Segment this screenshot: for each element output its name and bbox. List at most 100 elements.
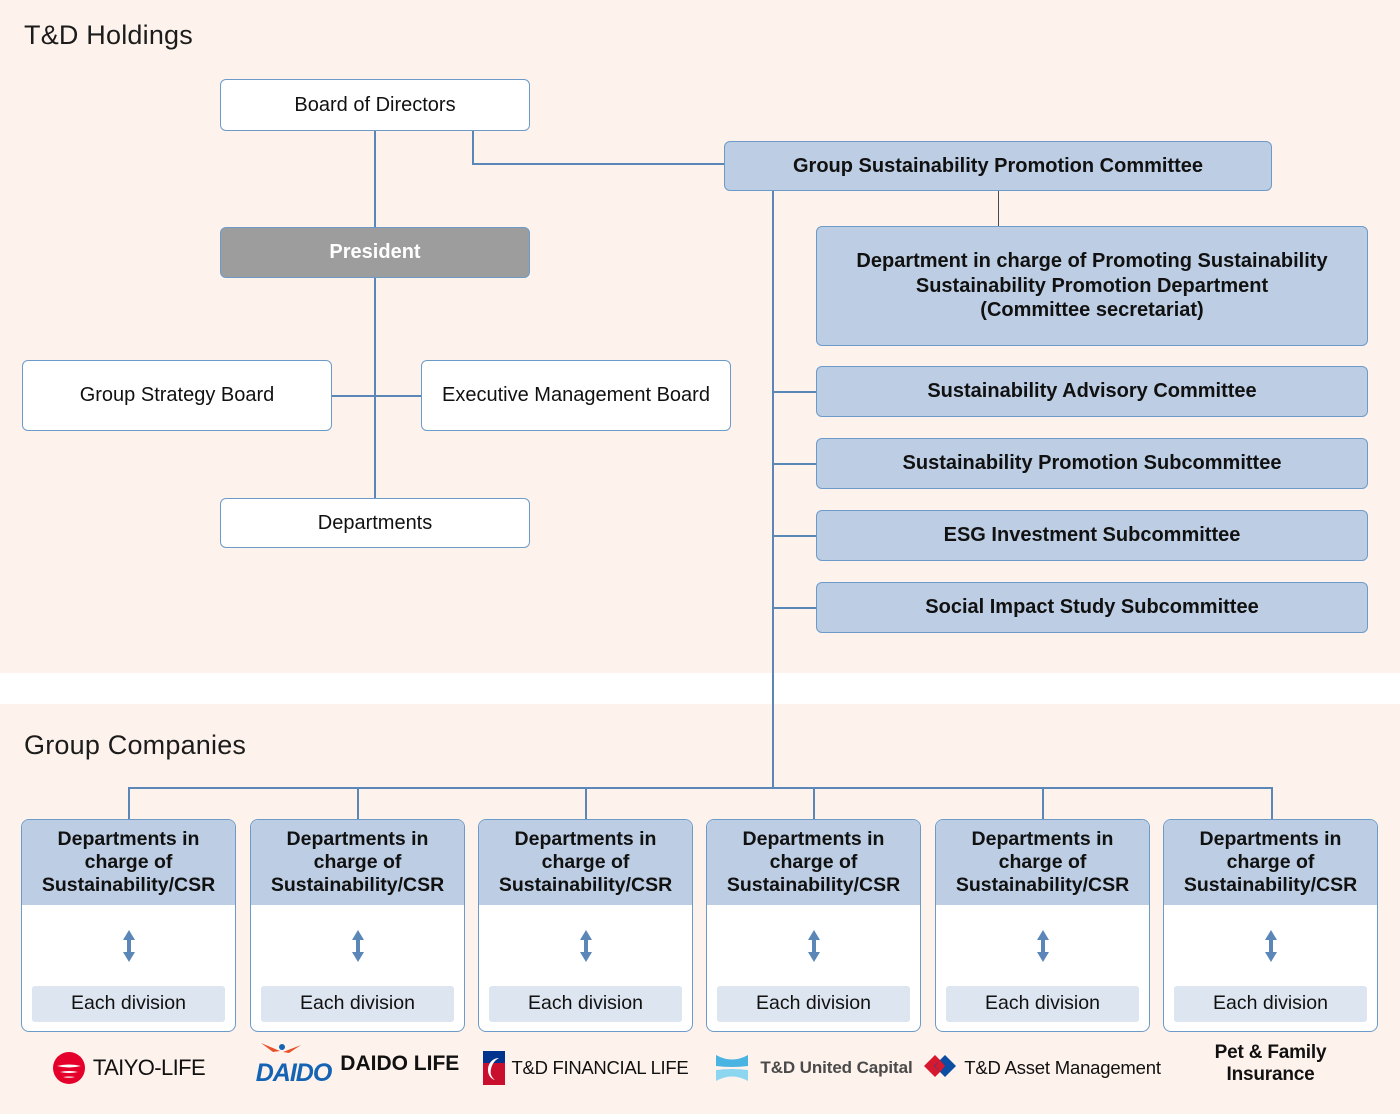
up-down-arrow-icon [807, 929, 820, 962]
up-down-arrow-icon [1036, 929, 1049, 962]
department-box-line-1: Department in charge of Promoting Sustai… [856, 250, 1328, 273]
holdings-section-title: T&D Holdings [24, 20, 193, 50]
td-asset-management-logo-label: T&D Asset Management [964, 1057, 1161, 1078]
box-sustainability-promotion-subcommittee[interactable]: Sustainability Promotion Subcommittee [816, 438, 1368, 489]
company-card-arrow-area [251, 905, 464, 986]
connector-board-elbow-vertical [472, 130, 474, 163]
company-card-arrow-area [22, 905, 235, 986]
taiyo-life-logo-label: TAIYO-LIFE [92, 1055, 206, 1080]
connector-board-elbow-horizontal [472, 163, 724, 165]
connector-company-drop-3 [585, 787, 587, 819]
company-card-arrow-area [1164, 905, 1377, 986]
box-sustainability-advisory-committee[interactable]: Sustainability Advisory Committee [816, 366, 1368, 417]
company-card-header: Departments in charge of Sustainability/… [1164, 820, 1377, 905]
pet-family-insurance-line-2: Insurance [1226, 1064, 1315, 1085]
box-executive-management-board[interactable]: Executive Management Board [421, 360, 731, 431]
connector-company-drop-6 [1271, 787, 1273, 819]
taiyo-life-logo[interactable]: TAIYO-LIFE [21, 1044, 236, 1092]
company-card-header-label: Departments in charge of Sustainability/… [726, 827, 901, 896]
company-card[interactable]: Departments in charge of Sustainability/… [478, 819, 693, 1032]
company-card-footer: Each division [32, 986, 225, 1022]
pet-family-insurance-logo[interactable]: Pet & Family Insurance [1163, 1040, 1378, 1088]
up-down-arrow-icon [1264, 929, 1277, 962]
box-group-sustainability-promotion-committee-label: Group Sustainability Promotion Committee [792, 154, 1204, 177]
td-united-capital-icon [716, 1055, 749, 1081]
box-social-impact-study-subcommittee[interactable]: Social Impact Study Subcommittee [816, 582, 1368, 633]
td-financial-life-logo[interactable]: T&D FINANCIAL LIFE [478, 1044, 693, 1092]
company-card-header-label: Departments in charge of Sustainability/… [955, 827, 1130, 896]
connector-strategy-executive [331, 395, 423, 397]
company-card-arrow-area [707, 905, 920, 986]
connector-branch-esg [772, 535, 816, 537]
daido-wordmark: DAIDO [255, 1058, 333, 1087]
connector-branch-advisory [772, 391, 816, 393]
department-box-line-2: Sustainability Promotion Department [915, 274, 1269, 297]
box-group-strategy-board[interactable]: Group Strategy Board [22, 360, 332, 431]
box-departments-label: Departments [317, 511, 433, 534]
daido-life-logo-label: DAIDO LIFE [340, 1052, 460, 1075]
company-card[interactable]: Departments in charge of Sustainability/… [935, 819, 1150, 1032]
td-financial-life-logo-label: T&D FINANCIAL LIFE [511, 1057, 689, 1078]
td-asset-management-logo[interactable]: T&D Asset Management [924, 1044, 1161, 1092]
up-down-arrow-icon [579, 929, 592, 962]
company-card-footer: Each division [717, 986, 910, 1022]
pet-family-insurance-line-1: Pet & Family [1214, 1041, 1327, 1063]
company-card-header: Departments in charge of Sustainability/… [707, 820, 920, 905]
department-box-line-3: (Committee secretariat) [980, 299, 1204, 322]
up-down-arrow-icon [351, 929, 364, 962]
box-esg-investment-subcommittee[interactable]: ESG Investment Subcommittee [816, 510, 1368, 561]
box-social-impact-study-subcommittee-label: Social Impact Study Subcommittee [925, 596, 1259, 619]
td-united-capital-logo-label: T&D United Capital [760, 1058, 913, 1077]
red-sun-disc-icon [52, 1052, 85, 1084]
company-card[interactable]: Departments in charge of Sustainability/… [1163, 819, 1378, 1032]
company-card[interactable]: Departments in charge of Sustainability/… [21, 819, 236, 1032]
box-group-sustainability-promotion-committee[interactable]: Group Sustainability Promotion Committee [724, 141, 1272, 191]
connector-company-drop-1 [128, 787, 130, 819]
td-united-capital-logo[interactable]: T&D United Capital [706, 1044, 921, 1092]
connector-board-to-president [374, 130, 376, 230]
box-sustainability-promotion-subcommittee-label: Sustainability Promotion Subcommittee [902, 452, 1282, 475]
company-card-arrow-area [936, 905, 1149, 986]
company-card-header: Departments in charge of Sustainability/… [936, 820, 1149, 905]
company-card-header-label: Departments in charge of Sustainability/… [270, 827, 445, 896]
connector-companies-bus [128, 787, 1273, 789]
company-card[interactable]: Departments in charge of Sustainability/… [706, 819, 921, 1032]
connector-committee-to-department [998, 190, 999, 227]
box-president-label: President [329, 241, 421, 264]
company-card-header-label: Departments in charge of Sustainability/… [1183, 827, 1358, 896]
box-departments[interactable]: Departments [220, 498, 530, 548]
company-card-footer: Each division [946, 986, 1139, 1022]
company-card-arrow-area [479, 905, 692, 986]
daido-life-logo[interactable]: DAIDO DAIDO LIFE [250, 1040, 465, 1088]
company-card-header-label: Departments in charge of Sustainability/… [498, 827, 673, 896]
section-separator-band [0, 673, 1400, 704]
company-card-footer: Each division [261, 986, 454, 1022]
connector-president-to-departments [374, 278, 376, 500]
up-down-arrow-icon [122, 929, 135, 962]
company-card[interactable]: Departments in charge of Sustainability/… [250, 819, 465, 1032]
connector-company-drop-4 [813, 787, 815, 819]
company-card-footer: Each division [489, 986, 682, 1022]
connector-company-drop-5 [1042, 787, 1044, 819]
box-sustainability-advisory-committee-label: Sustainability Advisory Committee [927, 380, 1257, 403]
box-group-strategy-board-label: Group Strategy Board [79, 384, 275, 407]
connector-company-drop-2 [357, 787, 359, 819]
companies-section-title: Group Companies [24, 730, 247, 760]
connector-committee-trunk [772, 190, 774, 788]
company-card-header-label: Departments in charge of Sustainability/… [41, 827, 216, 896]
box-president[interactable]: President [220, 227, 530, 278]
daido-figure-icon: DAIDO [256, 1041, 332, 1088]
company-card-footer: Each division [1174, 986, 1367, 1022]
company-card-header: Departments in charge of Sustainability/… [22, 820, 235, 905]
td-asset-diamond-icon [924, 1055, 957, 1077]
connector-branch-promotion-subcommittee [772, 463, 816, 465]
connector-branch-social-impact [772, 607, 816, 609]
box-board-of-directors[interactable]: Board of Directors [220, 79, 530, 131]
box-esg-investment-subcommittee-label: ESG Investment Subcommittee [943, 524, 1241, 547]
box-executive-management-board-label: Executive Management Board [442, 384, 710, 407]
td-financial-flag-icon [482, 1051, 505, 1085]
box-sustainability-promotion-department[interactable]: Department in charge of Promoting Sustai… [816, 226, 1368, 346]
box-board-of-directors-label: Board of Directors [294, 93, 456, 116]
company-card-header: Departments in charge of Sustainability/… [251, 820, 464, 905]
